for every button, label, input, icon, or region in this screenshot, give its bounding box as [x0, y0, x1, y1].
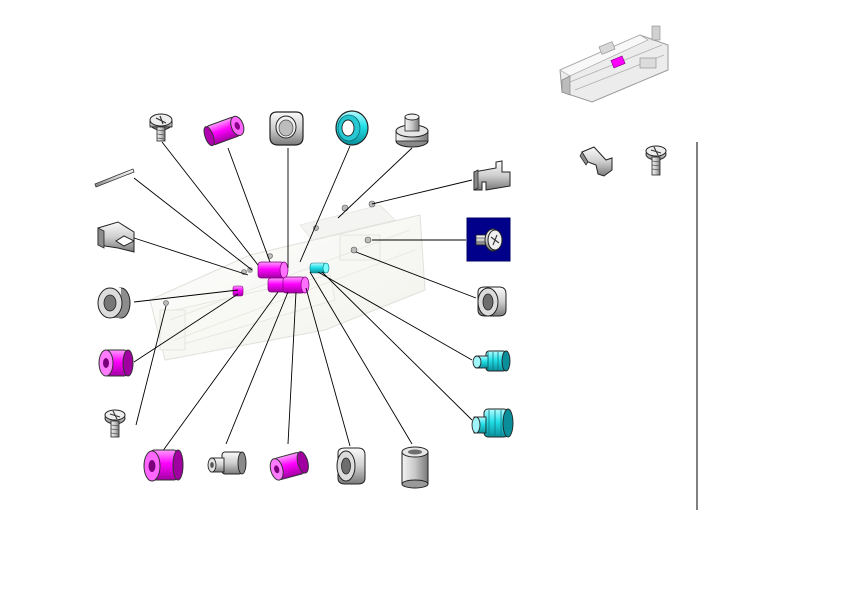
bottom-gray-collar-icon[interactable] — [336, 447, 366, 485]
right-highlighted-screw-icon[interactable] — [466, 217, 511, 262]
top-magenta-roller-icon[interactable] — [202, 114, 246, 147]
left-gray-collar-icon[interactable] — [97, 287, 131, 319]
left-screw-icon[interactable] — [104, 409, 126, 438]
assembly-cyan-bushing — [309, 262, 330, 274]
right-gray-collar-icon[interactable] — [477, 286, 507, 317]
right-bracket-icon[interactable] — [473, 160, 511, 191]
right-cyan-gear-small-icon[interactable] — [472, 350, 511, 372]
top-cyan-bearing-icon[interactable] — [335, 110, 369, 146]
bottom-gray-stepped-bushing-icon[interactable] — [207, 451, 247, 475]
assembly-magenta-rollers — [232, 261, 310, 297]
top-screw-icon[interactable] — [149, 113, 173, 142]
right-cyan-gear-large-icon[interactable] — [471, 408, 514, 438]
left-thin-shaft-icon[interactable] — [94, 168, 135, 188]
left-magenta-roller-icon[interactable] — [98, 349, 134, 377]
bottom-magenta-roller-large-icon[interactable] — [143, 449, 184, 482]
left-clip-icon[interactable] — [97, 221, 135, 253]
legend-clip-icon[interactable] — [579, 146, 613, 177]
leader-lines — [133, 141, 477, 453]
bottom-magenta-roller-icon[interactable] — [268, 450, 310, 481]
top-gray-collar-icon[interactable] — [269, 111, 304, 146]
top-gray-knob-icon[interactable] — [395, 113, 429, 148]
legend-screw-icon[interactable] — [645, 145, 667, 176]
thumbnail-assembly[interactable] — [559, 25, 669, 103]
bottom-gray-cylinder-icon[interactable] — [401, 446, 429, 489]
